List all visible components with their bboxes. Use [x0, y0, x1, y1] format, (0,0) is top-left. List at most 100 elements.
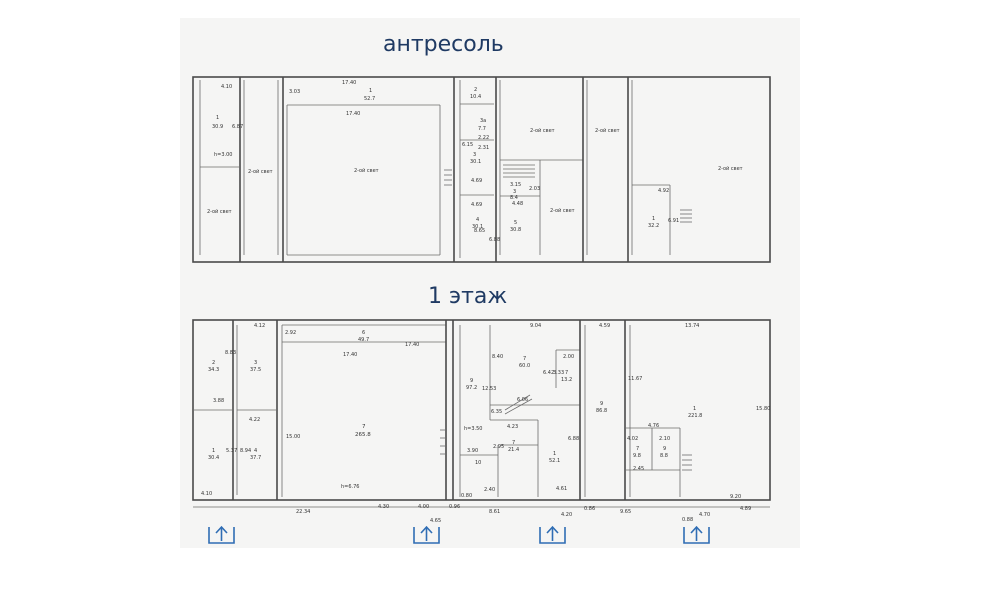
- f1-dim: 5.37: [226, 448, 237, 454]
- mezz-dim: 4.69: [471, 202, 482, 208]
- mezzanine-labels: 4.10 17.40 3.03 17.40 6.87 h=3.00 6.15 2…: [207, 80, 743, 243]
- f1-dim: 13.74: [685, 323, 699, 329]
- light-well-label: 2-ой свет: [718, 165, 743, 172]
- mezz-room-no: 5: [514, 220, 517, 226]
- mezz-room-no: 3: [473, 152, 476, 158]
- f1-dim: 8.94: [240, 448, 251, 454]
- mezz-room-no: 3a: [480, 118, 486, 124]
- f1-dim: 6.42: [543, 370, 554, 376]
- floor1-labels: 4.12 2.92 17.40 17.40 9.04 4.59 13.74 8.…: [201, 323, 770, 524]
- f1-dim: 4.10: [201, 491, 212, 497]
- f1-dim: 4.76: [648, 423, 659, 429]
- mezz-dim: 2.31: [478, 145, 489, 151]
- f1-dim: 9.20: [730, 494, 741, 500]
- f1-room-no: 7: [523, 356, 526, 362]
- f1-dim: 4.20: [561, 512, 572, 518]
- f1-room-area: 13.2: [561, 377, 572, 383]
- mezz-dim: 3.15: [510, 182, 521, 188]
- entrance-arrow: [683, 525, 710, 544]
- f1-room-area: 9.8: [633, 453, 641, 459]
- f1-dim: 8.40: [492, 354, 503, 360]
- f1-dim: 9.04: [530, 323, 541, 329]
- f1-dim: 6.35: [491, 409, 502, 415]
- mezz-dim: 4.48: [512, 201, 523, 207]
- mezz-dim: 6.15: [462, 142, 473, 148]
- f1-room-no: 7: [362, 424, 366, 430]
- f1-dim: 4.59: [599, 323, 610, 329]
- f1-room-area: 86.8: [596, 408, 607, 414]
- f1-dim: 22.34: [296, 509, 310, 515]
- f1-room-no: 1: [553, 451, 556, 457]
- f1-room-no: 6: [362, 330, 365, 336]
- f1-dim: 4.02: [627, 436, 638, 442]
- f1-dim: 3.88: [213, 398, 224, 404]
- f1-dim: 2.00: [563, 354, 574, 360]
- f1-dim: 4.89: [740, 506, 751, 512]
- f1-dim: 8.83: [225, 350, 236, 356]
- f1-room-area: 221.8: [688, 413, 702, 419]
- mezz-dim: 6.88: [489, 237, 500, 243]
- mezz-room-area: 30.1: [472, 224, 483, 230]
- f1-dim: 0.86: [584, 506, 595, 512]
- f1-dim: 11.67: [628, 376, 642, 382]
- f1-room-area: 37.7: [250, 455, 261, 461]
- f1-dim: 6.06: [517, 397, 528, 403]
- f1-dim: 15.80: [756, 406, 770, 412]
- f1-room-area: 30.4: [208, 455, 219, 461]
- mezz-dim: 8.65: [474, 228, 485, 234]
- mezz-room-area: 30.9: [212, 124, 223, 130]
- f1-dim: 4.70: [699, 512, 710, 518]
- entrance-arrow: [539, 525, 566, 544]
- light-well-label: 2-ой свет: [530, 127, 555, 134]
- mezz-room-no: 1: [216, 115, 219, 121]
- f1-room-no: 10: [475, 460, 481, 466]
- f1-room-no: 9: [600, 401, 603, 407]
- mezzanine-heading: антресоль: [383, 32, 504, 57]
- mezz-room-area: 10.4: [470, 94, 481, 100]
- mezz-dim: 4.10: [221, 84, 232, 90]
- f1-dim: 3.90: [467, 448, 478, 454]
- f1-room-area: 49.7: [358, 337, 369, 343]
- mezz-dim: h=3.00: [214, 152, 233, 158]
- light-well-label: 2-ой свет: [248, 168, 273, 175]
- mezz-room-area: 7.7: [478, 126, 486, 132]
- f1-dim: 0.80: [461, 493, 472, 499]
- mezz-dim: 6.91: [668, 218, 679, 224]
- f1-dim: 17.40: [343, 352, 357, 358]
- entrance-arrow: [208, 525, 235, 544]
- mezz-dim: 4.69: [471, 178, 482, 184]
- f1-dim: h=3.50: [464, 426, 483, 432]
- mezz-room-no: 4: [476, 217, 479, 223]
- f1-dim: 2.92: [285, 330, 296, 336]
- f1-room-no: 4: [254, 448, 257, 454]
- f1-room-no: 1: [212, 448, 215, 454]
- f1-dim: 4.23: [507, 424, 518, 430]
- f1-dim: 2.95: [493, 444, 504, 450]
- f1-room-no: 3: [254, 360, 257, 366]
- mezz-room-area: 32.2: [648, 223, 659, 229]
- light-well-label: 2-ой свет: [595, 127, 620, 134]
- mezz-room-area: 8.4: [510, 195, 518, 201]
- f1-room-no: 7: [512, 440, 515, 446]
- f1-room-area: 21.4: [508, 447, 519, 453]
- f1-dim: 2.40: [484, 487, 495, 493]
- mezz-room-no: 1: [369, 88, 372, 94]
- f1-room-area: 265.8: [355, 432, 371, 438]
- f1-dim: 2.45: [633, 466, 644, 472]
- mezz-dim: 2.03: [529, 186, 540, 192]
- f1-room-area: 52.1: [549, 458, 560, 464]
- mezz-dim: 17.40: [346, 111, 360, 117]
- floor1-plan: [192, 319, 771, 508]
- f1-dim: 0.96: [449, 504, 460, 510]
- mezz-room-area: 52.7: [364, 96, 375, 102]
- mezz-dim: 3.03: [289, 89, 300, 95]
- light-well-label: 2-ой свет: [207, 208, 232, 215]
- f1-dim: 4.22: [249, 417, 260, 423]
- f1-room-no: 7: [565, 370, 568, 376]
- f1-dim: 8.61: [489, 509, 500, 515]
- mezz-room-area: 30.8: [510, 227, 521, 233]
- mezz-dim: 2.22: [478, 135, 489, 141]
- floor1-heading: 1 этаж: [428, 284, 508, 309]
- f1-room-no: 9: [470, 378, 473, 384]
